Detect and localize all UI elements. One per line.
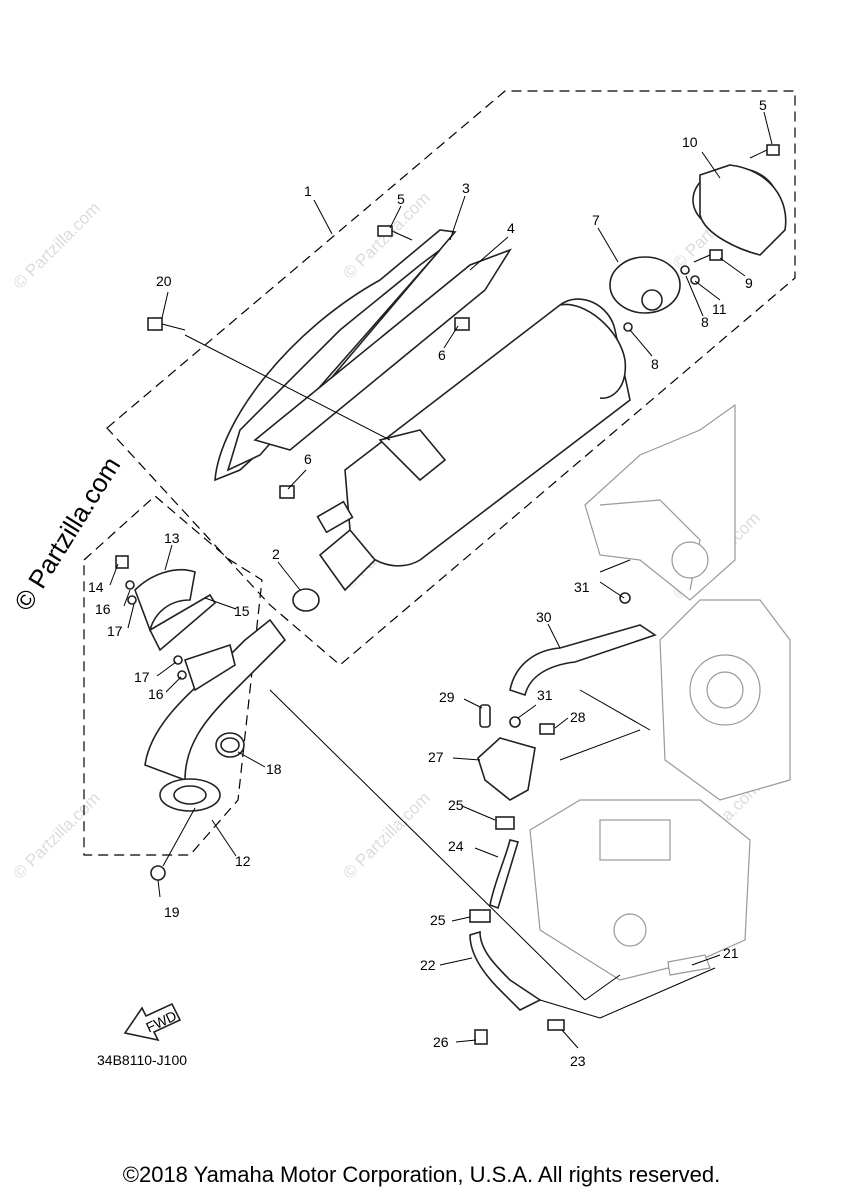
exhaust-pipe-assembly-boundary <box>83 495 263 856</box>
end-cap-inner <box>641 289 663 311</box>
watermark-tile: © Partzilla.com <box>339 788 433 882</box>
callout-23: 23 <box>570 1053 586 1069</box>
callout-8b: 8 <box>651 356 659 372</box>
callout-20: 20 <box>156 273 172 289</box>
copyright-notice: ©2018 Yamaha Motor Corporation, U.S.A. A… <box>122 1162 721 1187</box>
fwd-label: FWD <box>143 1007 179 1035</box>
tail-cover-body <box>699 164 787 256</box>
callout-9: 9 <box>745 275 753 291</box>
callout-30: 30 <box>536 609 552 625</box>
leader-lines <box>109 111 773 1049</box>
callout-5a: 5 <box>397 191 405 207</box>
diagram-code: 34B8110-J100 <box>97 1052 188 1068</box>
forward-direction-arrow: FWD <box>123 1002 182 1042</box>
heat-shield-inner-plate <box>253 248 512 451</box>
muffler-assembly-boundary <box>106 90 796 666</box>
engine-outline <box>529 403 791 981</box>
callout-27: 27 <box>428 749 444 765</box>
callout-24: 24 <box>448 838 464 854</box>
callout-28: 28 <box>570 709 586 725</box>
callout-6b: 6 <box>304 451 312 467</box>
callout-17b: 17 <box>134 669 150 685</box>
callout-4: 4 <box>507 220 515 236</box>
callout-3: 3 <box>462 180 470 196</box>
watermark-tile: © Partzilla.com <box>9 198 103 292</box>
callout-29: 29 <box>439 689 455 705</box>
callout-13: 13 <box>164 530 180 546</box>
callout-18: 18 <box>266 761 282 777</box>
callout-numbers: 1 2 3 4 5 5 6 6 7 8 8 9 10 11 12 13 14 1… <box>88 97 767 1069</box>
callout-17a: 17 <box>107 623 123 639</box>
callout-10: 10 <box>682 134 698 150</box>
callout-31b: 31 <box>537 687 553 703</box>
callout-26: 26 <box>433 1034 449 1050</box>
callout-1: 1 <box>304 183 312 199</box>
exhaust-flange-port <box>173 785 207 805</box>
callout-25a: 25 <box>448 797 464 813</box>
callout-7: 7 <box>592 212 600 228</box>
callout-11: 11 <box>712 301 727 317</box>
muffler-end <box>559 303 626 399</box>
pipe-protector-clamp <box>183 643 236 692</box>
callout-8a: 8 <box>701 314 709 330</box>
callout-15: 15 <box>234 603 250 619</box>
bolts-nuts-washers <box>115 144 780 881</box>
callout-14: 14 <box>88 579 104 595</box>
pipe-protector <box>134 568 196 633</box>
callout-5b: 5 <box>759 97 767 113</box>
callout-2: 2 <box>272 546 280 562</box>
callout-19: 19 <box>164 904 180 920</box>
callout-25b: 25 <box>430 912 446 928</box>
callout-6a: 6 <box>438 347 446 363</box>
callout-16a: 16 <box>95 601 111 617</box>
callout-22: 22 <box>420 957 436 973</box>
muffler-bracket <box>378 429 447 482</box>
muffler-mount <box>316 500 354 534</box>
callout-16b: 16 <box>148 686 164 702</box>
pipe-protector-lower <box>148 593 217 652</box>
exhaust-pipe <box>144 618 287 782</box>
callout-12: 12 <box>235 853 251 869</box>
callout-31a: 31 <box>574 579 590 595</box>
callout-21: 21 <box>723 945 739 961</box>
air-induction-parts <box>469 592 657 1045</box>
heat-shield-inner <box>226 249 441 472</box>
watermark-tile: © Partzilla.com <box>9 788 103 882</box>
muffler-inlet <box>318 528 377 592</box>
